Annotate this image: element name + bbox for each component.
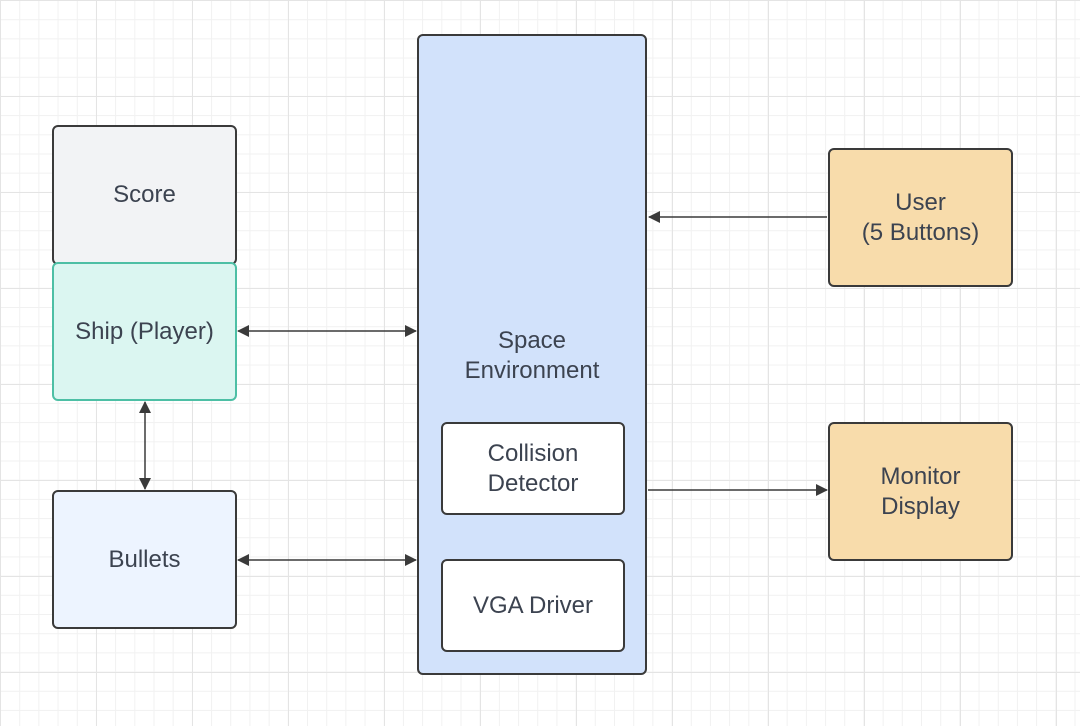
monitor-block: Monitor Display [828, 422, 1013, 561]
vga-driver-label: VGA Driver [472, 591, 594, 619]
monitor-label: Monitor Display [880, 462, 961, 520]
space-environment-label: Space Environment [464, 327, 600, 384]
ship-label: Ship (Player) [75, 317, 214, 345]
ship-block: Ship (Player) [52, 262, 237, 401]
collision-detector-label: Collision Detector [487, 439, 579, 497]
user-block: User (5 Buttons) [828, 148, 1013, 287]
user-label: User (5 Buttons) [861, 188, 980, 246]
bullets-label: Bullets [108, 545, 181, 573]
collision-detector-block: Collision Detector [441, 422, 625, 515]
score-block: Score [52, 125, 237, 265]
space-environment-block: Space Environment Collision Detector VGA… [417, 34, 647, 675]
bullets-block: Bullets [52, 490, 237, 629]
vga-driver-block: VGA Driver [441, 559, 625, 652]
score-label: Score [113, 181, 176, 208]
